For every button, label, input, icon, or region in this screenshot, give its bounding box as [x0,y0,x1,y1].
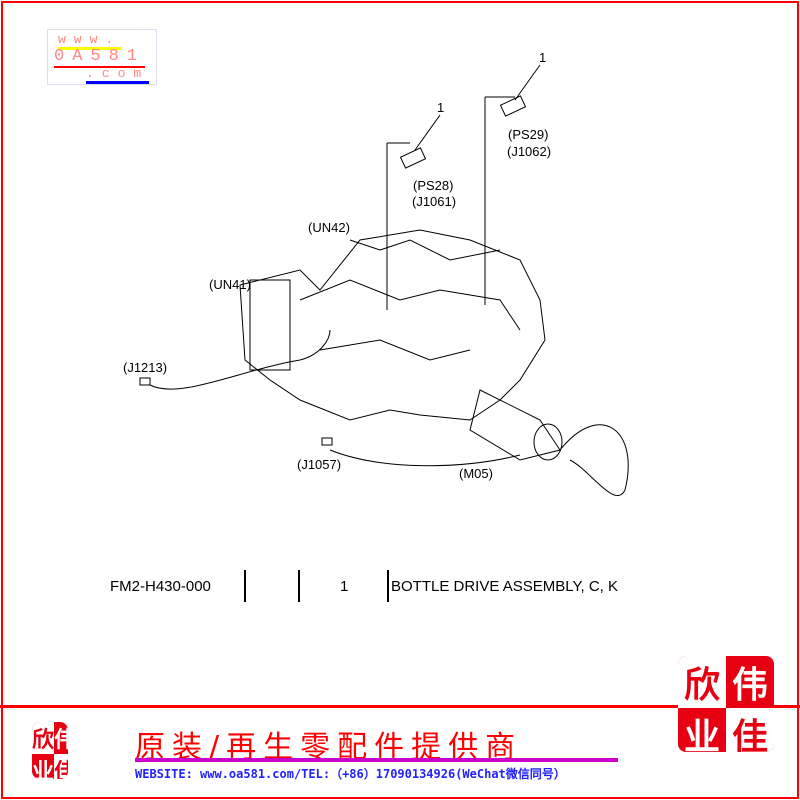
watermark-line1: www. [58,32,122,50]
sensor-ps28 [399,147,427,169]
divider [244,570,246,602]
sensor-ps29 [499,95,527,117]
slogan-underline [135,758,618,762]
seal-char: 业 [32,759,55,779]
label-j1213: (J1213) [123,360,168,375]
divider [298,570,300,602]
label-j1057: (J1057) [297,457,342,472]
part-number: FM2-H430-000 [110,578,211,595]
divider [387,570,389,602]
part-description: BOTTLE DRIVE ASSEMBLY, C, K [391,578,619,595]
brand-seal-large: 欣 伟 业 佳 [678,656,774,752]
label-j1061: (J1061) [412,194,457,209]
label-ps28: (PS28) [413,178,454,193]
footer-divider [0,705,800,708]
label-un41: (UN41) [209,277,251,292]
seal-char: 伟 [731,664,768,706]
leader-lines [386,64,541,310]
seal-char: 欣 [678,656,726,708]
seal-char: 业 [683,716,720,752]
label-j1062: (J1062) [507,144,552,159]
callout-number: 1 [539,50,547,65]
assembly-body [239,229,563,461]
seal-char: 伟 [54,727,68,753]
watermark-line2: 0A581 [54,47,146,68]
seal-char: 欣 [32,722,55,754]
connector-j1213 [139,377,151,386]
website-contact: WEBSITE: www.oa581.com/TEL:（+86）17090134… [135,767,566,781]
label-ps29: (PS29) [508,127,549,142]
cables [149,329,629,497]
assembly-drawing [139,64,629,497]
seal-char: 佳 [54,754,68,779]
quantity: 1 [340,578,349,595]
label-un42: (UN42) [308,220,350,235]
connector-j1057 [321,437,333,446]
watermark-logo: www. 0A581 .com [47,29,157,85]
label-m05: (M05) [459,466,493,481]
watermark-line3: .com [86,66,150,84]
seal-char: 佳 [726,708,774,752]
brand-seal-small: 欣 伟 业 佳 [32,722,68,779]
callout-number: 1 [437,100,445,115]
